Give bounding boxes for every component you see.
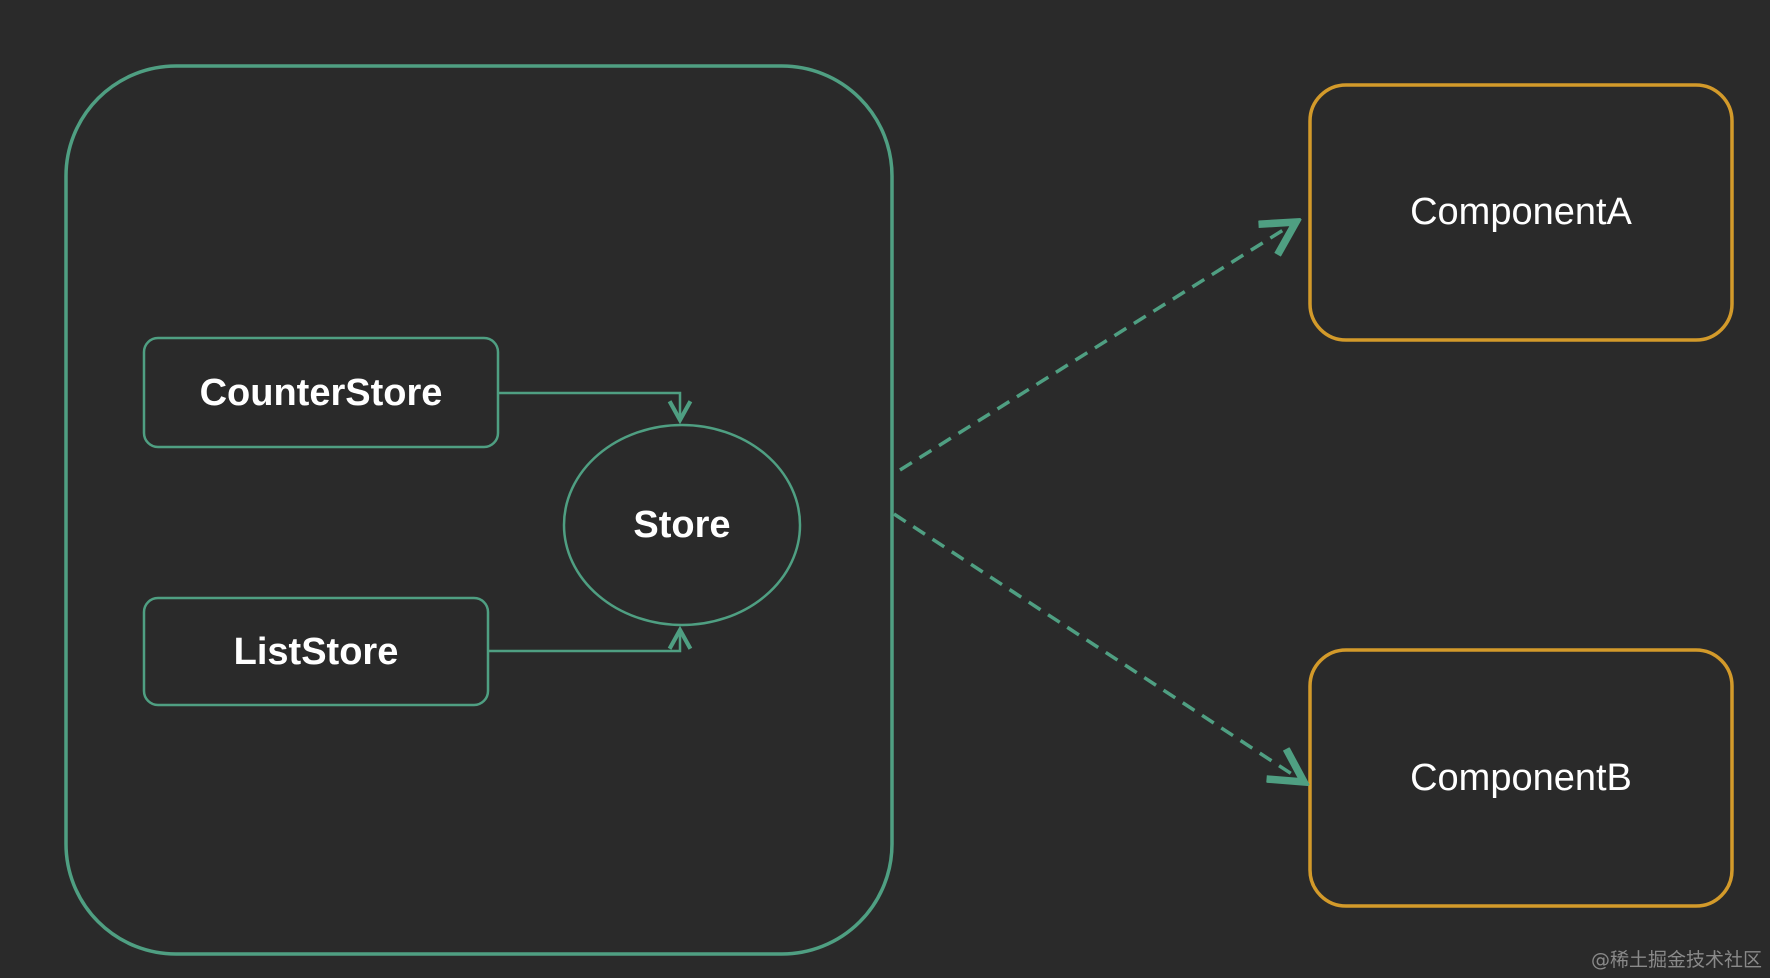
container-to-component-a-arrow [899,222,1296,472]
component-a-label: ComponentA [1410,191,1632,233]
store-label: Store [633,504,730,546]
component-a-box [1308,83,1734,342]
component-b-label: ComponentB [1410,757,1632,799]
counter-store-to-store-arrow [498,391,680,420]
container-to-component-b-arrow [893,512,1304,782]
watermark-text: @稀土掘金技术社区 [1590,949,1762,971]
list-store-to-store-arrow [488,630,680,653]
store-container [64,64,894,956]
counter-store-label: CounterStore [200,372,443,414]
list-store-label: ListStore [234,631,399,673]
store-node [562,423,802,627]
